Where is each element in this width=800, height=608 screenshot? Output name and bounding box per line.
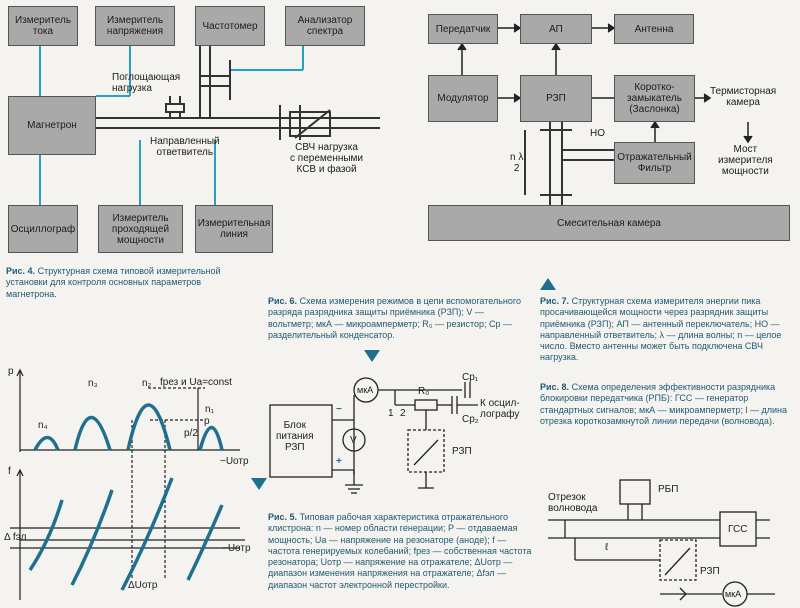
fig4-magnetron: Магнетрон [8, 96, 96, 155]
fig6-caption: Рис. 6. Схема измерения режимов в цепи в… [268, 296, 530, 341]
fig6-power-supply: Блок питания РЗП [276, 420, 314, 453]
fig4-caption: Рис. 4. Структурная схема типовой измери… [6, 266, 254, 300]
fig7-mixer: Смесительная камера [428, 205, 790, 241]
fig6-node2: 2 [400, 408, 406, 419]
fig6-marker [364, 350, 380, 362]
fig8-caption-text: Схема определения эффективности разрядни… [540, 382, 787, 426]
fig8-caption-num: Рис. 8. [540, 382, 570, 392]
fig6-caption-text: Схема измерения режимов в цепи вспомогат… [268, 296, 521, 340]
fig5-n3: n₃ [88, 378, 98, 389]
fig7-caption-text: Структурная схема измерителя энергии пик… [540, 296, 782, 363]
fig7-short-circuit: Коротко- замыкатель (Заслонка) [614, 75, 695, 122]
fig7-caption: Рис. 7. Структурная схема измерителя эне… [540, 296, 792, 364]
fig6-rzp: РЗП [452, 446, 472, 457]
fig5-p-label: p [204, 416, 210, 427]
fig7-antenna: Антенна [614, 14, 694, 44]
fig6-cp1: Cp₁ [462, 372, 479, 383]
fig6-minus: − [336, 404, 342, 415]
fig6-circuit [269, 377, 478, 494]
fig4-spectrum-analyzer: Анализатор спектра [285, 6, 365, 46]
fig7-n-lambda-label: n λ 2 [510, 152, 524, 174]
fig7-rzp: РЗП [520, 75, 592, 122]
fig7-caption-num: Рис. 7. [540, 296, 570, 306]
fig8-segment-label: Отрезок волновода [548, 492, 598, 514]
fig6-caption-num: Рис. 6. [268, 296, 298, 306]
fig8-gss: ГСС [728, 524, 748, 535]
fig7-thermistor-label: Термисторная камера [710, 86, 777, 108]
fig5-f-axis: f [8, 466, 11, 477]
fig6-node1: 1 [388, 408, 394, 419]
fig8-l-label: ℓ [605, 542, 609, 553]
fig7-no-label: НО [590, 128, 605, 139]
fig7-connections [457, 23, 753, 144]
fig5-caption: Рис. 5. Типовая рабочая характеристика о… [268, 512, 534, 591]
fig7-waveguide [524, 122, 615, 205]
fig7-ap: АП [520, 14, 592, 44]
fig5-n2: n₂ [142, 378, 152, 389]
fig6-plus: + [336, 456, 342, 467]
fig5-n4: n₄ [38, 420, 48, 431]
fig6-cp2: Cp₂ [462, 414, 479, 425]
fig8-uam: мкА [725, 589, 742, 599]
fig8-caption: Рис. 8. Схема определения эффективности … [540, 382, 792, 427]
fig4-caption-text: Структурная схема типовой измерительной … [6, 266, 221, 299]
fig4-voltage-meter: Измеритель напряжения [95, 6, 175, 46]
fig5-condition: fрез и Uа=const [160, 377, 232, 388]
fig4-caption-num: Рис. 4. [6, 266, 36, 276]
fig8-circuit [548, 479, 775, 607]
fig5-curves [28, 403, 224, 591]
fig4-current-meter: Измеритель тока [8, 6, 78, 46]
fig5-u-otr-top: −Uотр [220, 456, 249, 467]
fig6-r0: R₀ [418, 386, 430, 397]
fig5-p-axis: p [8, 366, 14, 377]
fig4-line-meter: Измерительная линия [195, 205, 273, 253]
fig5-caption-text: Типовая рабочая характеристика отражател… [268, 512, 532, 590]
fig4-signal-wires [39, 46, 304, 205]
fig5-n1: n₁ [205, 404, 214, 415]
fig4-oscillograph: Осциллограф [8, 205, 78, 253]
fig6-to-osc: К осцил- лографу [480, 398, 520, 420]
fig4-waveguide [96, 46, 380, 140]
fig5-caption-num: Рис. 5. [268, 512, 298, 522]
fig8-rbp: РБП [658, 484, 679, 495]
fig6-v: V [350, 435, 357, 446]
fig5-delta-f: Δ fэл [4, 532, 27, 543]
fig4-microwave-load-label: СВЧ нагрузка с переменными КСВ и фазой [290, 142, 364, 175]
fig4-power-meter: Измеритель проходящей мощности [98, 205, 183, 253]
fig7-transmitter: Передатчик [428, 14, 498, 44]
fig5-delta-u: ΔUотр [128, 580, 158, 591]
fig8-rzp: РЗП [700, 566, 720, 577]
fig4-directional-coupler-label: Направленный ответвитель [150, 136, 220, 158]
fig6-uam: мкА [357, 385, 374, 395]
fig7-marker [540, 278, 556, 290]
fig5-u-otr-bottom: −Uотр [222, 543, 251, 554]
fig4-absorbing-load-label: Поглощающая нагрузка [112, 72, 181, 94]
fig7-reflective-filter: Отражательный Фильтр [614, 142, 695, 184]
fig7-bridge-label: Мост измерителя мощности [718, 144, 773, 177]
fig5-p-half: p/2 [184, 428, 198, 439]
fig5-marker [251, 478, 267, 490]
fig7-modulator: Модулятор [428, 75, 498, 122]
fig4-frequency-meter: Частотомер [195, 6, 265, 46]
